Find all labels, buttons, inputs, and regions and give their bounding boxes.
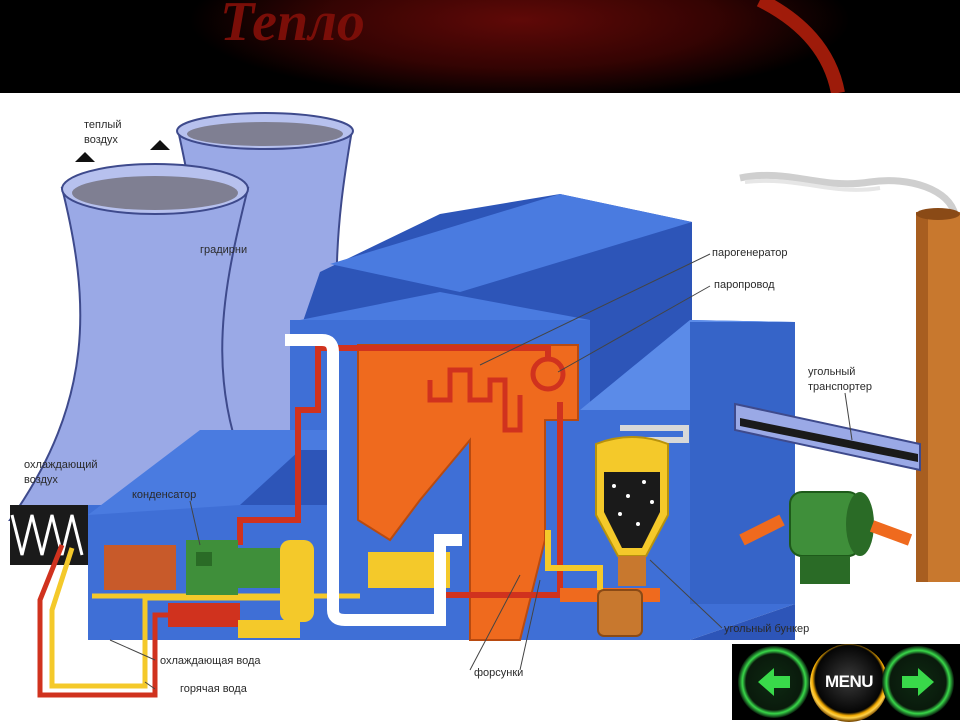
warm-air-arrow-icon	[150, 140, 170, 150]
condenser	[104, 540, 280, 595]
condenser-label: конденсатор	[132, 489, 196, 501]
coal-bunker-label: угольный бункер	[724, 623, 809, 635]
cooling-towers-label: градирни	[200, 244, 247, 256]
hot-water-label: горячая вода	[180, 683, 248, 695]
coal-conveyor-label: угольный транспортер	[808, 366, 872, 393]
arrow-left-icon	[738, 646, 810, 718]
next-button[interactable]	[882, 646, 954, 718]
warm-air-arrow-icon	[75, 152, 95, 162]
burners-label: форсунки	[474, 667, 523, 679]
previous-button[interactable]	[738, 646, 810, 718]
warm-air-label: теплый воздух	[84, 119, 125, 146]
menu-label: MENU	[810, 672, 888, 692]
steam-pipe-label: паропровод	[714, 279, 775, 291]
menu-button[interactable]: MENU	[810, 644, 888, 722]
arrow-right-icon	[882, 646, 954, 718]
cooling-water-label: охлаждающая вода	[160, 655, 261, 667]
steam-generator-label: парогенератор	[712, 247, 788, 259]
